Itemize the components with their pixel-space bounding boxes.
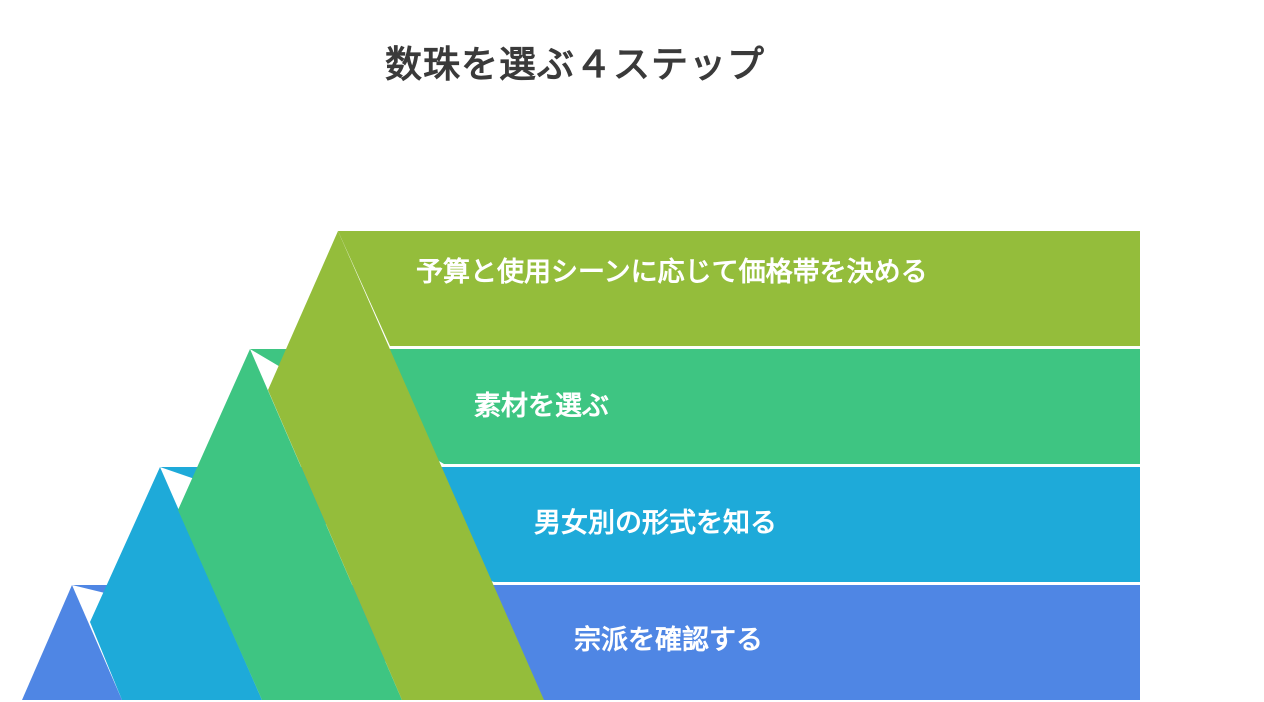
- step-4-label: 宗派を確認する: [574, 625, 763, 656]
- step-1-shape: [268, 231, 1140, 700]
- step-1-bar: [338, 231, 1140, 346]
- step-4-triangle: [22, 585, 122, 700]
- step-2-bar: [250, 349, 1140, 464]
- step-1-triangle: [268, 231, 544, 700]
- diagram-title: 数珠を選ぶ４ステップ: [385, 43, 765, 86]
- step-2-label: 素材を選ぶ: [474, 391, 609, 422]
- step-1-label: 予算と使用シーンに応じて価格帯を決める: [416, 257, 928, 288]
- step-3-triangle: [90, 467, 262, 700]
- step-3-label: 男女別の形式を知る: [534, 508, 777, 539]
- step-2-shape: [178, 349, 1140, 700]
- step-2-triangle: [178, 349, 402, 700]
